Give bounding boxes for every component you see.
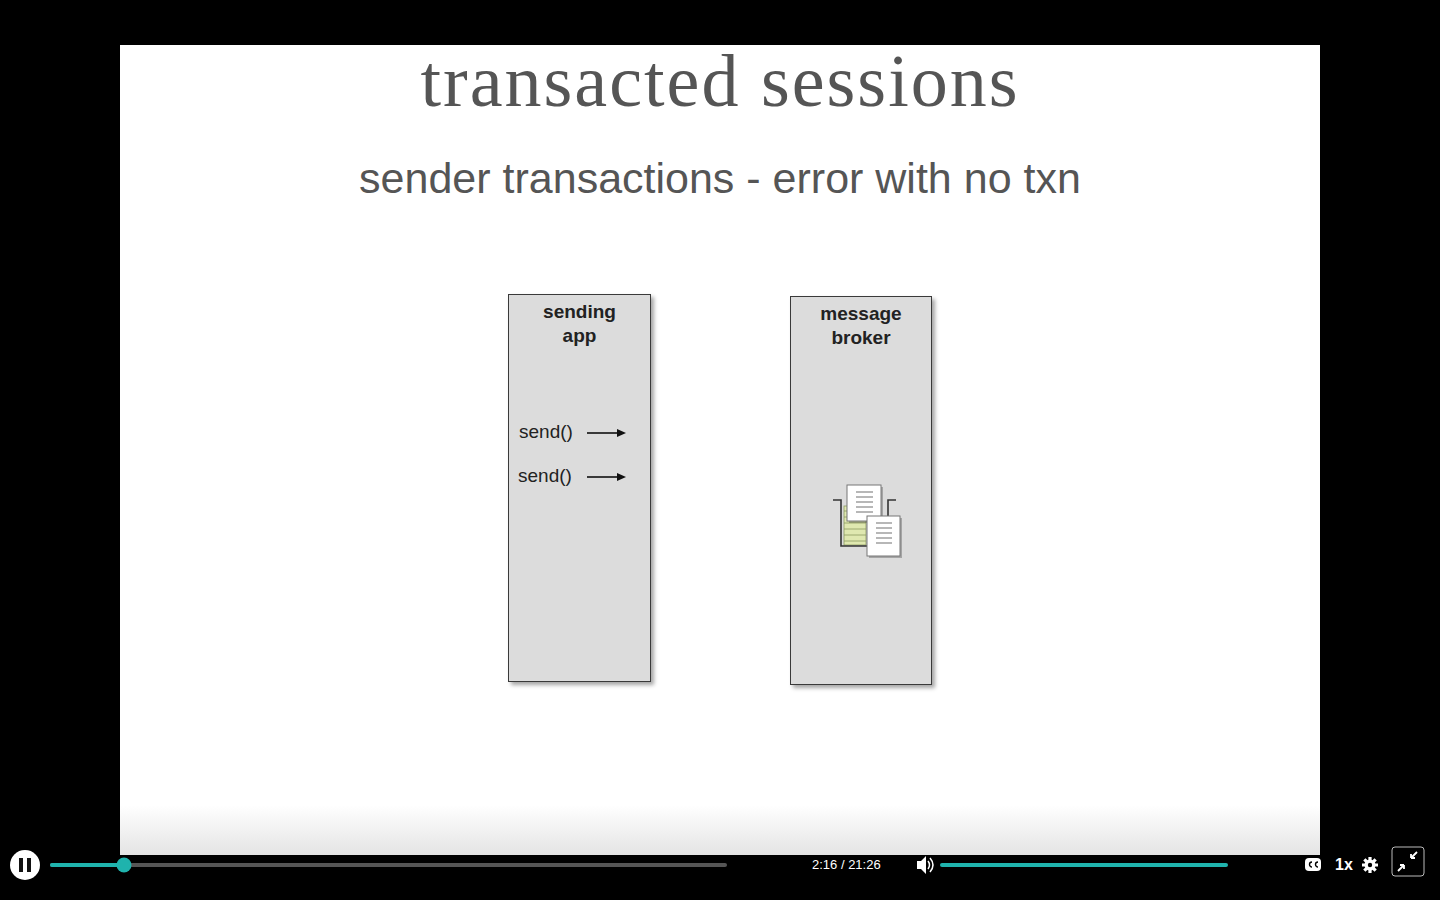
document-line — [856, 501, 873, 502]
playback-speed: 1x — [1335, 855, 1353, 875]
document-line — [876, 527, 892, 528]
cc-glyph — [1310, 862, 1319, 867]
send-arrow — [587, 476, 619, 478]
box-heading-group: message broker — [813, 302, 909, 350]
document-line — [876, 532, 892, 533]
progress-played — [50, 863, 124, 867]
slide-ground — [120, 45, 1320, 805]
gear-teeth — [1359, 854, 1382, 877]
progress-track — [50, 863, 727, 867]
volume-bar — [940, 863, 1228, 867]
method-call: send() — [518, 464, 572, 488]
box-heading-group: sending app — [532, 300, 628, 348]
gear-hole — [1368, 863, 1372, 867]
application-box: sending app — [508, 294, 651, 682]
message-document — [867, 516, 900, 556]
box-heading: sending app — [532, 300, 628, 348]
document-line — [876, 537, 892, 538]
send-arrowhead — [617, 473, 626, 481]
document-line — [876, 542, 892, 543]
pause-bar — [19, 858, 23, 872]
document-line — [856, 506, 873, 507]
slide-title: transacted sessions — [120, 38, 1320, 124]
box-heading: message broker — [813, 302, 909, 350]
fullscreen-button — [1392, 847, 1424, 876]
playback-time: 2:16 / 21:26 — [812, 857, 881, 873]
settings-gear — [1359, 854, 1382, 877]
pause-button — [10, 850, 40, 880]
box-illustration — [791, 297, 933, 686]
document-line — [856, 496, 873, 497]
box-illustration — [509, 295, 652, 683]
queued-message-edge — [844, 535, 866, 536]
cc-icon — [1305, 858, 1321, 871]
queued-message-edge — [844, 529, 866, 530]
progress-knob — [117, 858, 132, 873]
document-line — [876, 522, 892, 523]
document-line — [856, 491, 873, 492]
exit-fullscreen-icon — [1398, 852, 1417, 871]
queued-message-edge — [844, 541, 866, 542]
send-arrowhead — [617, 429, 626, 437]
broker-box: message broker — [790, 296, 932, 685]
slide-subtitle: sender transactions - error with no txn — [120, 150, 1320, 206]
pause-bar — [27, 858, 31, 872]
volume-waves — [928, 858, 933, 872]
method-call: send() — [519, 420, 573, 444]
volume-icon — [917, 856, 926, 874]
slide-fade — [120, 805, 1320, 855]
send-arrow — [587, 432, 619, 434]
document-line — [856, 511, 873, 512]
